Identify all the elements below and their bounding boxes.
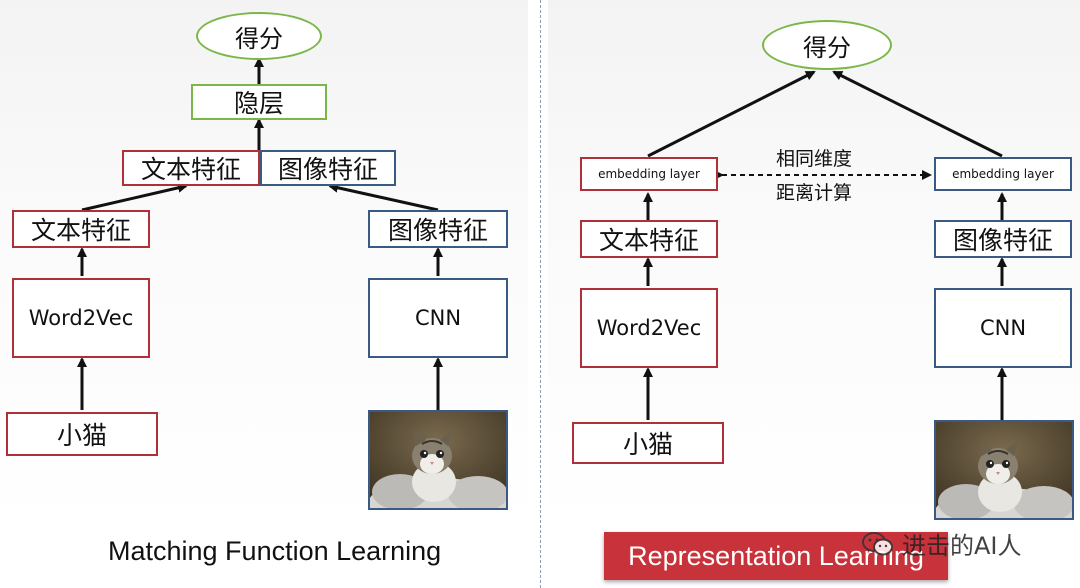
cnn-node: CNN [368,278,508,358]
distance-label-line2: 距离计算 [776,182,853,204]
arrow-textfeature-to-concat [81,182,188,212]
watermark-text: 进击的AI人 [902,532,1022,560]
panel-divider [540,0,541,588]
text-feature-node: 文本特征 [12,210,150,248]
r-kitten-image [934,420,1074,520]
distance-label-line1: 相同维度 [776,148,853,170]
r-embedding-right-node: embedding layer [934,157,1072,191]
arrow-r-embedding-left-to-score [647,70,816,158]
matching-function-caption: Matching Function Learning [108,536,442,566]
hidden-layer-node: 隐层 [191,84,327,120]
image-feature-node: 图像特征 [368,210,508,248]
word2vec-node: Word2Vec [12,278,150,358]
r-embedding-left-node: embedding layer [580,157,718,191]
r-score-node: 得分 [762,20,892,70]
concat-image-feature-node: 图像特征 [260,150,396,186]
score-node: 得分 [196,12,322,60]
r-image-feature-node: 图像特征 [934,220,1072,258]
arrow-imagefeature-to-concat [328,182,439,212]
r-text-feature-node: 文本特征 [580,220,718,258]
r-cnn-node: CNN [934,288,1072,368]
arrow-r-embedding-right-to-score [832,70,1003,158]
r-input-text-node: 小猫 [572,422,724,464]
kitten-image [368,410,508,510]
input-text-node: 小猫 [6,412,158,456]
watermark: 进击的AI人 [862,526,1022,561]
wechat-icon [862,531,893,555]
r-word2vec-node: Word2Vec [580,288,718,368]
concat-text-feature-node: 文本特征 [122,150,260,186]
representation-caption: Representation Learning [604,532,948,580]
